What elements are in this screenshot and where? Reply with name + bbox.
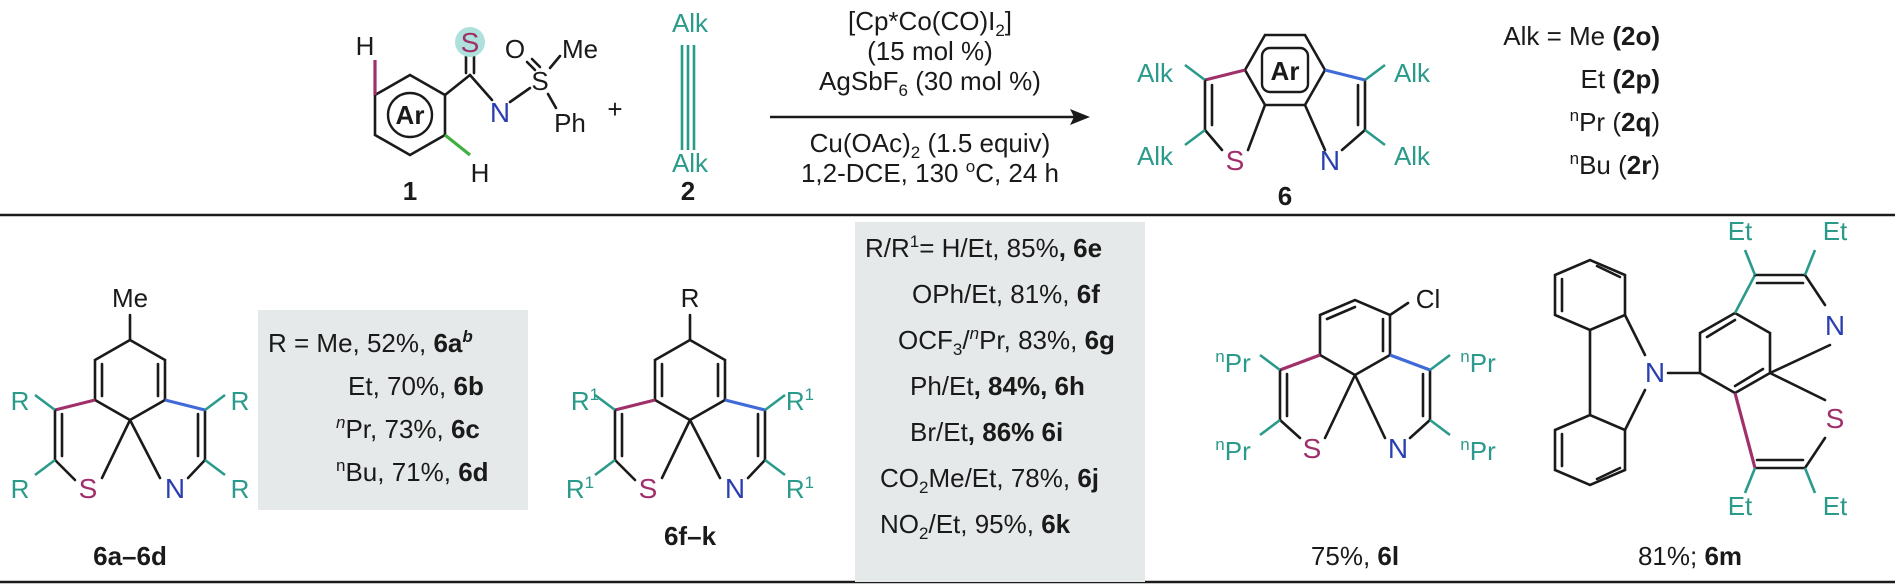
reactant-2: Alk Alk 2 — [672, 8, 709, 206]
c6m-et-3: Et — [1728, 491, 1753, 521]
product-6-alk-br: Alk — [1394, 141, 1431, 171]
product-6-s: S — [1226, 145, 1245, 176]
c6ad-r-br: R — [231, 474, 250, 504]
reactant-2-alk-bottom: Alk — [672, 148, 709, 178]
reactant-1-h-top: H — [356, 31, 375, 61]
box2-row-6j: CO2Me/Et, 78%, 6j — [880, 463, 1099, 497]
compound-6f-k: R S N R1 R1 R1 R1 6f–k — [566, 283, 814, 551]
condition-solvent-temp: 1,2-DCE, 130 oC, 24 h — [801, 157, 1059, 188]
c6fk-r1-bl: R1 — [566, 473, 594, 504]
c6fk-label: 6f–k — [664, 521, 717, 551]
alk-def-npr: nPr (2q) — [1570, 106, 1660, 137]
c6l-npr-tl: nPr — [1215, 347, 1251, 378]
c6l-npr-tr: nPr — [1460, 347, 1496, 378]
yield-box-2-list: R/R1= H/Et, 85%, 6e OPh/Et, 81%, 6f OCF3… — [865, 232, 1115, 543]
box2-row-6k: NO2/Et, 95%, 6k — [880, 509, 1071, 543]
reactant-1-h-bottom: H — [471, 158, 490, 188]
yield-box-1-list: R = Me, 52%, 6ab Et, 70%, 6b nPr, 73%, 6… — [268, 327, 489, 487]
box2-row-6i: Br/Et, 86% 6i — [910, 417, 1063, 447]
box1-row-6a: R = Me, 52%, 6ab — [268, 327, 473, 358]
c6ad-r-tl: R — [11, 386, 30, 416]
c6l-npr-bl: nPr — [1215, 435, 1251, 466]
c6fk-r: R — [681, 283, 700, 313]
alk-def-et: Et (2p) — [1581, 64, 1660, 94]
reactant-1: Ar H H S N S O Me Ph 1 — [356, 27, 598, 206]
yield-box-2 — [855, 222, 1145, 582]
compound-6a-6d: Me S N R R R R 6a–6d — [11, 283, 250, 571]
reactant-2-alk-top: Alk — [672, 8, 709, 38]
c6m-carbazole-n: N — [1645, 357, 1665, 388]
alk-definitions: Alk = Me (2o) Et (2p) nPr (2q) nBu (2r) — [1503, 21, 1660, 180]
reaction-conditions: [Cp*Co(CO)I2] (15 mol %) AgSbF6 (30 mol … — [770, 6, 1090, 188]
c6l-npr-br: nPr — [1460, 435, 1496, 466]
reactant-1-o: O — [505, 34, 525, 64]
c6m-et-1: Et — [1728, 216, 1753, 246]
condition-catalyst: [Cp*Co(CO)I2] — [848, 6, 1012, 40]
reaction-arrow — [1070, 109, 1090, 125]
product-6-id: 6 — [1278, 181, 1292, 211]
c6m-et-4: Et — [1823, 491, 1848, 521]
reactant-2-id: 2 — [681, 176, 695, 206]
reactant-1-id: 1 — [403, 176, 417, 206]
alk-def-nbu: nBu (2r) — [1570, 149, 1660, 180]
c6fk-n: N — [725, 473, 745, 504]
c6l-label: 75%, 6l — [1311, 541, 1399, 571]
compound-6m: N N S Et Et Et Et 81%; 6m — [1553, 216, 1848, 571]
c6fk-s: S — [639, 473, 658, 504]
condition-oxidant: Cu(OAc)2 (1.5 equiv) — [810, 128, 1051, 162]
box2-row-6e: R/R1= H/Et, 85%, 6e — [865, 232, 1102, 263]
condition-catalyst-loading: (15 mol %) — [867, 36, 993, 66]
c6l-cl: Cl — [1416, 284, 1441, 314]
product-6-alk-tl: Alk — [1137, 58, 1174, 88]
reactant-1-ar: Ar — [396, 100, 425, 130]
box1-row-6d: nBu, 71%, 6d — [336, 456, 489, 487]
product-6-n: N — [1320, 145, 1340, 176]
c6m-et-2: Et — [1823, 216, 1848, 246]
box1-row-6b: Et, 70%, 6b — [348, 371, 484, 401]
c6m-pyridine-n: N — [1825, 310, 1845, 341]
box2-row-6g: OCF3/nPr, 83%, 6g — [898, 324, 1115, 359]
product-6-ar: Ar — [1271, 56, 1300, 86]
product-6-alk-tr: Alk — [1394, 58, 1431, 88]
reactant-1-ph: Ph — [554, 108, 586, 138]
c6m-s: S — [1826, 403, 1845, 434]
c6ad-r-bl: R — [11, 474, 30, 504]
product-6: Ar S N Alk Alk Alk Alk 6 — [1137, 33, 1431, 211]
reactant-1-n: N — [490, 97, 510, 128]
box2-row-6h: Ph/Et, 84%, 6h — [910, 371, 1085, 401]
c6ad-me: Me — [112, 283, 148, 313]
compound-6l: Cl S N nPr nPr nPr nPr 75%, 6l — [1215, 284, 1496, 571]
box1-row-6c: nPr, 73%, 6c — [336, 413, 480, 444]
c6l-n: N — [1388, 433, 1408, 464]
c6ad-s: S — [79, 473, 98, 504]
condition-additive: AgSbF6 (30 mol %) — [819, 66, 1041, 100]
product-6-alk-bl: Alk — [1137, 141, 1174, 171]
c6l-s: S — [1303, 433, 1322, 464]
c6fk-r1-tr: R1 — [786, 385, 814, 416]
c6fk-r1-tl: R1 — [571, 385, 599, 416]
plus-sign: + — [607, 94, 622, 124]
c6ad-r-tr: R — [231, 386, 250, 416]
c6fk-r1-br: R1 — [786, 473, 814, 504]
box2-row-6f: OPh/Et, 81%, 6f — [912, 279, 1100, 309]
reactant-1-me: Me — [562, 34, 598, 64]
reactant-1-s-sulfoximine: S — [531, 66, 548, 96]
yield-box-1 — [258, 310, 528, 510]
c6m-label: 81%; 6m — [1638, 541, 1742, 571]
c6ad-n: N — [165, 473, 185, 504]
reactant-1-thione-s: S — [461, 27, 480, 58]
alk-def-me: Alk = Me (2o) — [1503, 21, 1660, 51]
c6ad-label: 6a–6d — [93, 541, 167, 571]
